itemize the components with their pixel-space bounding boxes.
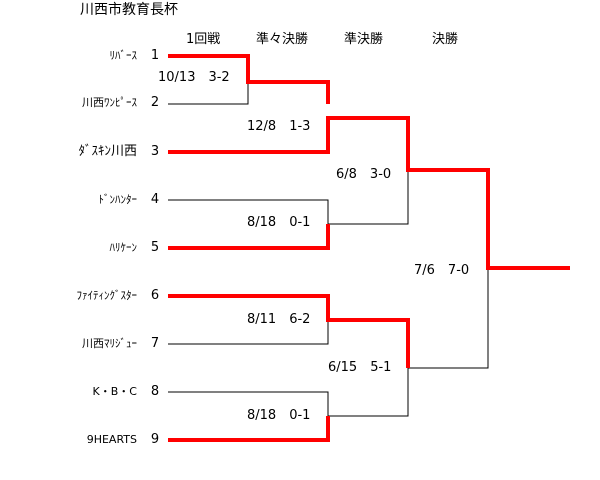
match-result-qf1: 12/8 1-3 xyxy=(247,119,311,134)
match-result-qf4: 8/18 0-1 xyxy=(247,408,311,423)
bracket-win-team-3 xyxy=(168,116,570,270)
match-result-sf1: 6/8 3-0 xyxy=(336,167,392,182)
bracket-win-team-1 xyxy=(168,54,330,104)
team-seed-2: 2 xyxy=(150,95,160,110)
round-label-semifinal: 準決勝 xyxy=(344,32,384,47)
team-name-2: 川西ﾜﾝﾋﾟｰｽ xyxy=(82,96,137,109)
team-seed-3: 3 xyxy=(150,144,160,159)
team-seed-6: 6 xyxy=(150,288,160,303)
round-label-quarterfinal: 準々決勝 xyxy=(256,32,309,47)
bracket-line-team-7 xyxy=(168,320,329,345)
team-name-3: ﾀﾞｽｷﾝ川西 xyxy=(78,144,137,159)
team-name-9: 9HEARTS xyxy=(86,433,137,446)
bracket-win-team-9 xyxy=(168,416,330,442)
match-result-final: 7/6 7-0 xyxy=(414,263,470,278)
team-name-5: ﾊﾘｹｰﾝ xyxy=(109,241,138,254)
team-name-4: ﾄﾞﾝﾊﾝﾀｰ xyxy=(98,193,138,206)
team-seed-8: 8 xyxy=(150,384,160,399)
bracket-line-team-4 xyxy=(168,199,329,224)
bracket-line-team-8 xyxy=(168,391,329,416)
bracket-line-final-lower xyxy=(408,268,489,369)
round-label-final: 決勝 xyxy=(432,32,459,47)
team-seed-5: 5 xyxy=(150,240,160,255)
round-label-first: 1回戦 xyxy=(186,32,221,47)
match-result-qf2: 8/18 0-1 xyxy=(247,215,311,230)
bracket-win-team-5 xyxy=(168,224,330,250)
team-seed-9: 9 xyxy=(150,432,160,447)
team-name-6: ﾌｧｲﾃｨﾝｸﾞｽﾀｰ xyxy=(76,289,138,302)
team-name-8: K・B・C xyxy=(92,385,137,398)
team-seed-4: 4 xyxy=(150,192,160,207)
match-result-sf2: 6/15 5-1 xyxy=(328,360,392,375)
page-title: 川西市教育長杯 xyxy=(80,2,178,18)
team-seed-7: 7 xyxy=(150,336,160,351)
team-name-1: ﾘﾊﾞｰｽ xyxy=(109,49,138,62)
bracket-line-team-2 xyxy=(168,82,249,105)
team-seed-1: 1 xyxy=(150,48,160,63)
bracket-line-sf1-lower xyxy=(328,170,409,225)
team-name-7: 川西ﾏﾘｼﾞｭｰ xyxy=(82,337,137,350)
bracket-line-sf2-lower xyxy=(328,368,409,417)
match-result-r1: 10/13 3-2 xyxy=(158,70,230,85)
match-result-qf3: 8/11 6-2 xyxy=(247,312,311,327)
bracket-win-team-6 xyxy=(168,294,410,368)
